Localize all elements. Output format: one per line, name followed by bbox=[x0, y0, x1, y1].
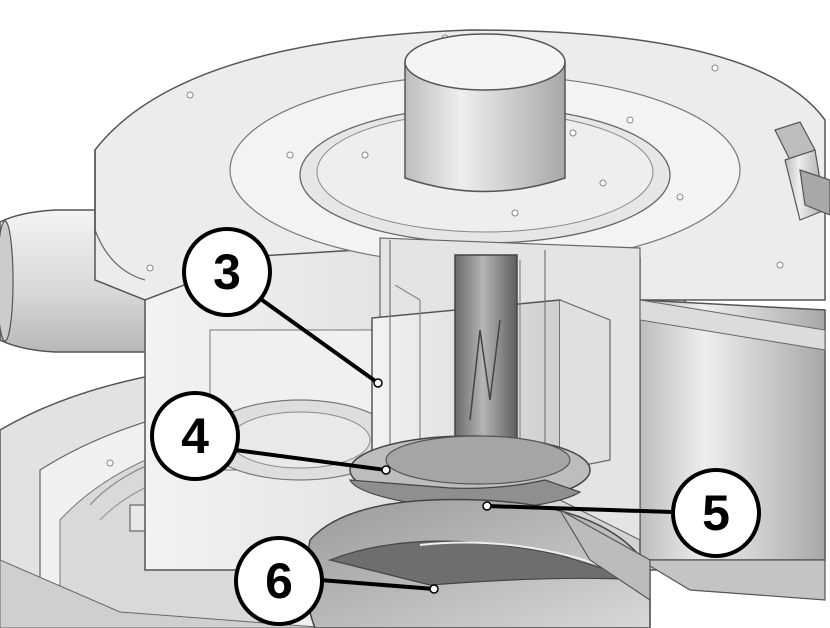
leader-line-3 bbox=[260, 298, 380, 385]
central-shaft bbox=[454, 254, 518, 461]
anchor-dot-5 bbox=[482, 501, 492, 511]
callout-circle-5 bbox=[671, 468, 761, 558]
callout-5: 5 bbox=[671, 468, 761, 558]
anchor-dot-6 bbox=[429, 584, 439, 594]
side-outlet-pipe bbox=[774, 121, 830, 221]
callout-4: 4 bbox=[150, 391, 240, 481]
cone-disk bbox=[305, 498, 651, 628]
callout-label-3: 3 bbox=[213, 244, 241, 300]
callout-label-5: 5 bbox=[702, 485, 730, 541]
callout-label-6: 6 bbox=[265, 553, 293, 609]
callout-label-4: 4 bbox=[181, 408, 209, 464]
callout-6: 6 bbox=[234, 536, 324, 626]
leader-line-4 bbox=[233, 448, 388, 472]
leader-lines bbox=[233, 298, 674, 594]
callout-circle-4 bbox=[150, 391, 240, 481]
motor-cylinder bbox=[404, 33, 566, 193]
leader-line-6 bbox=[318, 578, 436, 591]
callout-circle-6 bbox=[234, 536, 324, 626]
leader-line-5 bbox=[485, 504, 674, 514]
callout-3: 3 bbox=[182, 227, 272, 317]
callout-circle-3 bbox=[182, 227, 272, 317]
anchor-dot-3 bbox=[373, 378, 383, 388]
anchor-dot-4 bbox=[381, 465, 391, 475]
